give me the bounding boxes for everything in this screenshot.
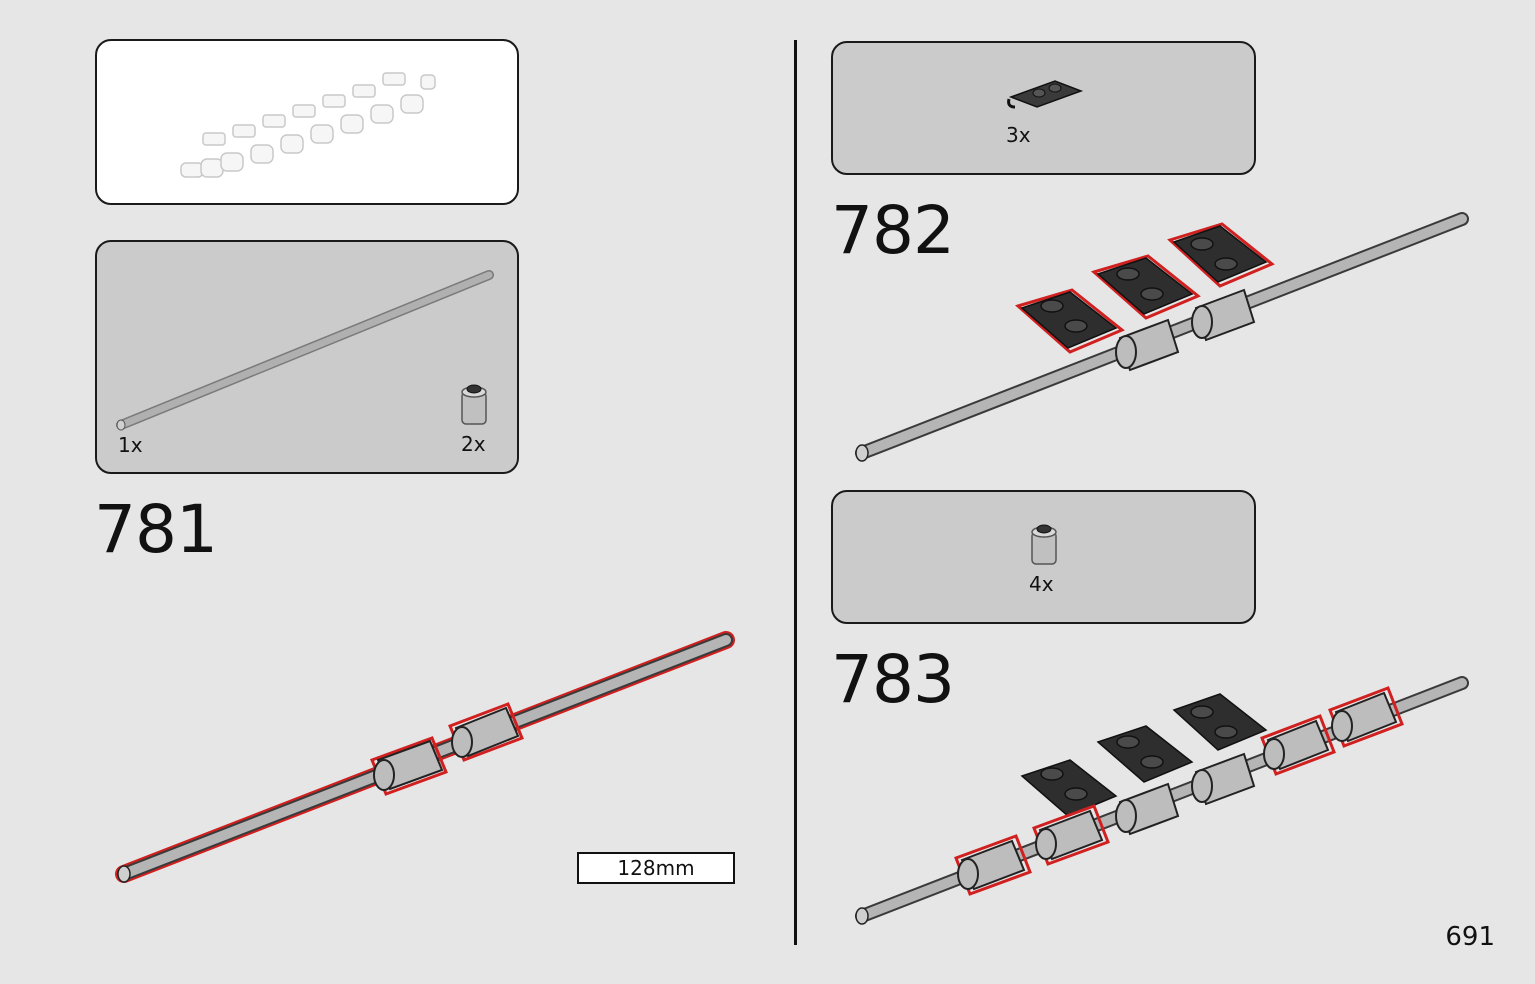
step-number: 783 xyxy=(831,641,955,718)
page-number: 691 xyxy=(1445,922,1495,952)
clip-plate-quantity: 3x xyxy=(1006,123,1031,147)
subassembly-preview-icon xyxy=(180,72,436,178)
step-781-parts-callout: 1x 2x xyxy=(95,240,519,474)
step-783-parts-callout: 4x xyxy=(831,490,1256,624)
step-782-parts-callout: 3x xyxy=(831,41,1256,175)
clip-plate-icon xyxy=(1007,80,1084,109)
round-brick-icon xyxy=(461,384,487,425)
step-number: 781 xyxy=(94,491,218,568)
round-brick-icon xyxy=(1031,524,1057,565)
rod-quantity: 1x xyxy=(118,433,143,457)
round-brick-quantity: 4x xyxy=(1029,572,1054,596)
subassembly-preview-panel xyxy=(95,39,519,205)
rod-icon xyxy=(116,270,494,431)
measurement-label: 128mm xyxy=(577,852,735,884)
step-number: 782 xyxy=(831,192,955,269)
round-brick-quantity: 2x xyxy=(461,432,486,456)
page-divider xyxy=(794,40,797,945)
